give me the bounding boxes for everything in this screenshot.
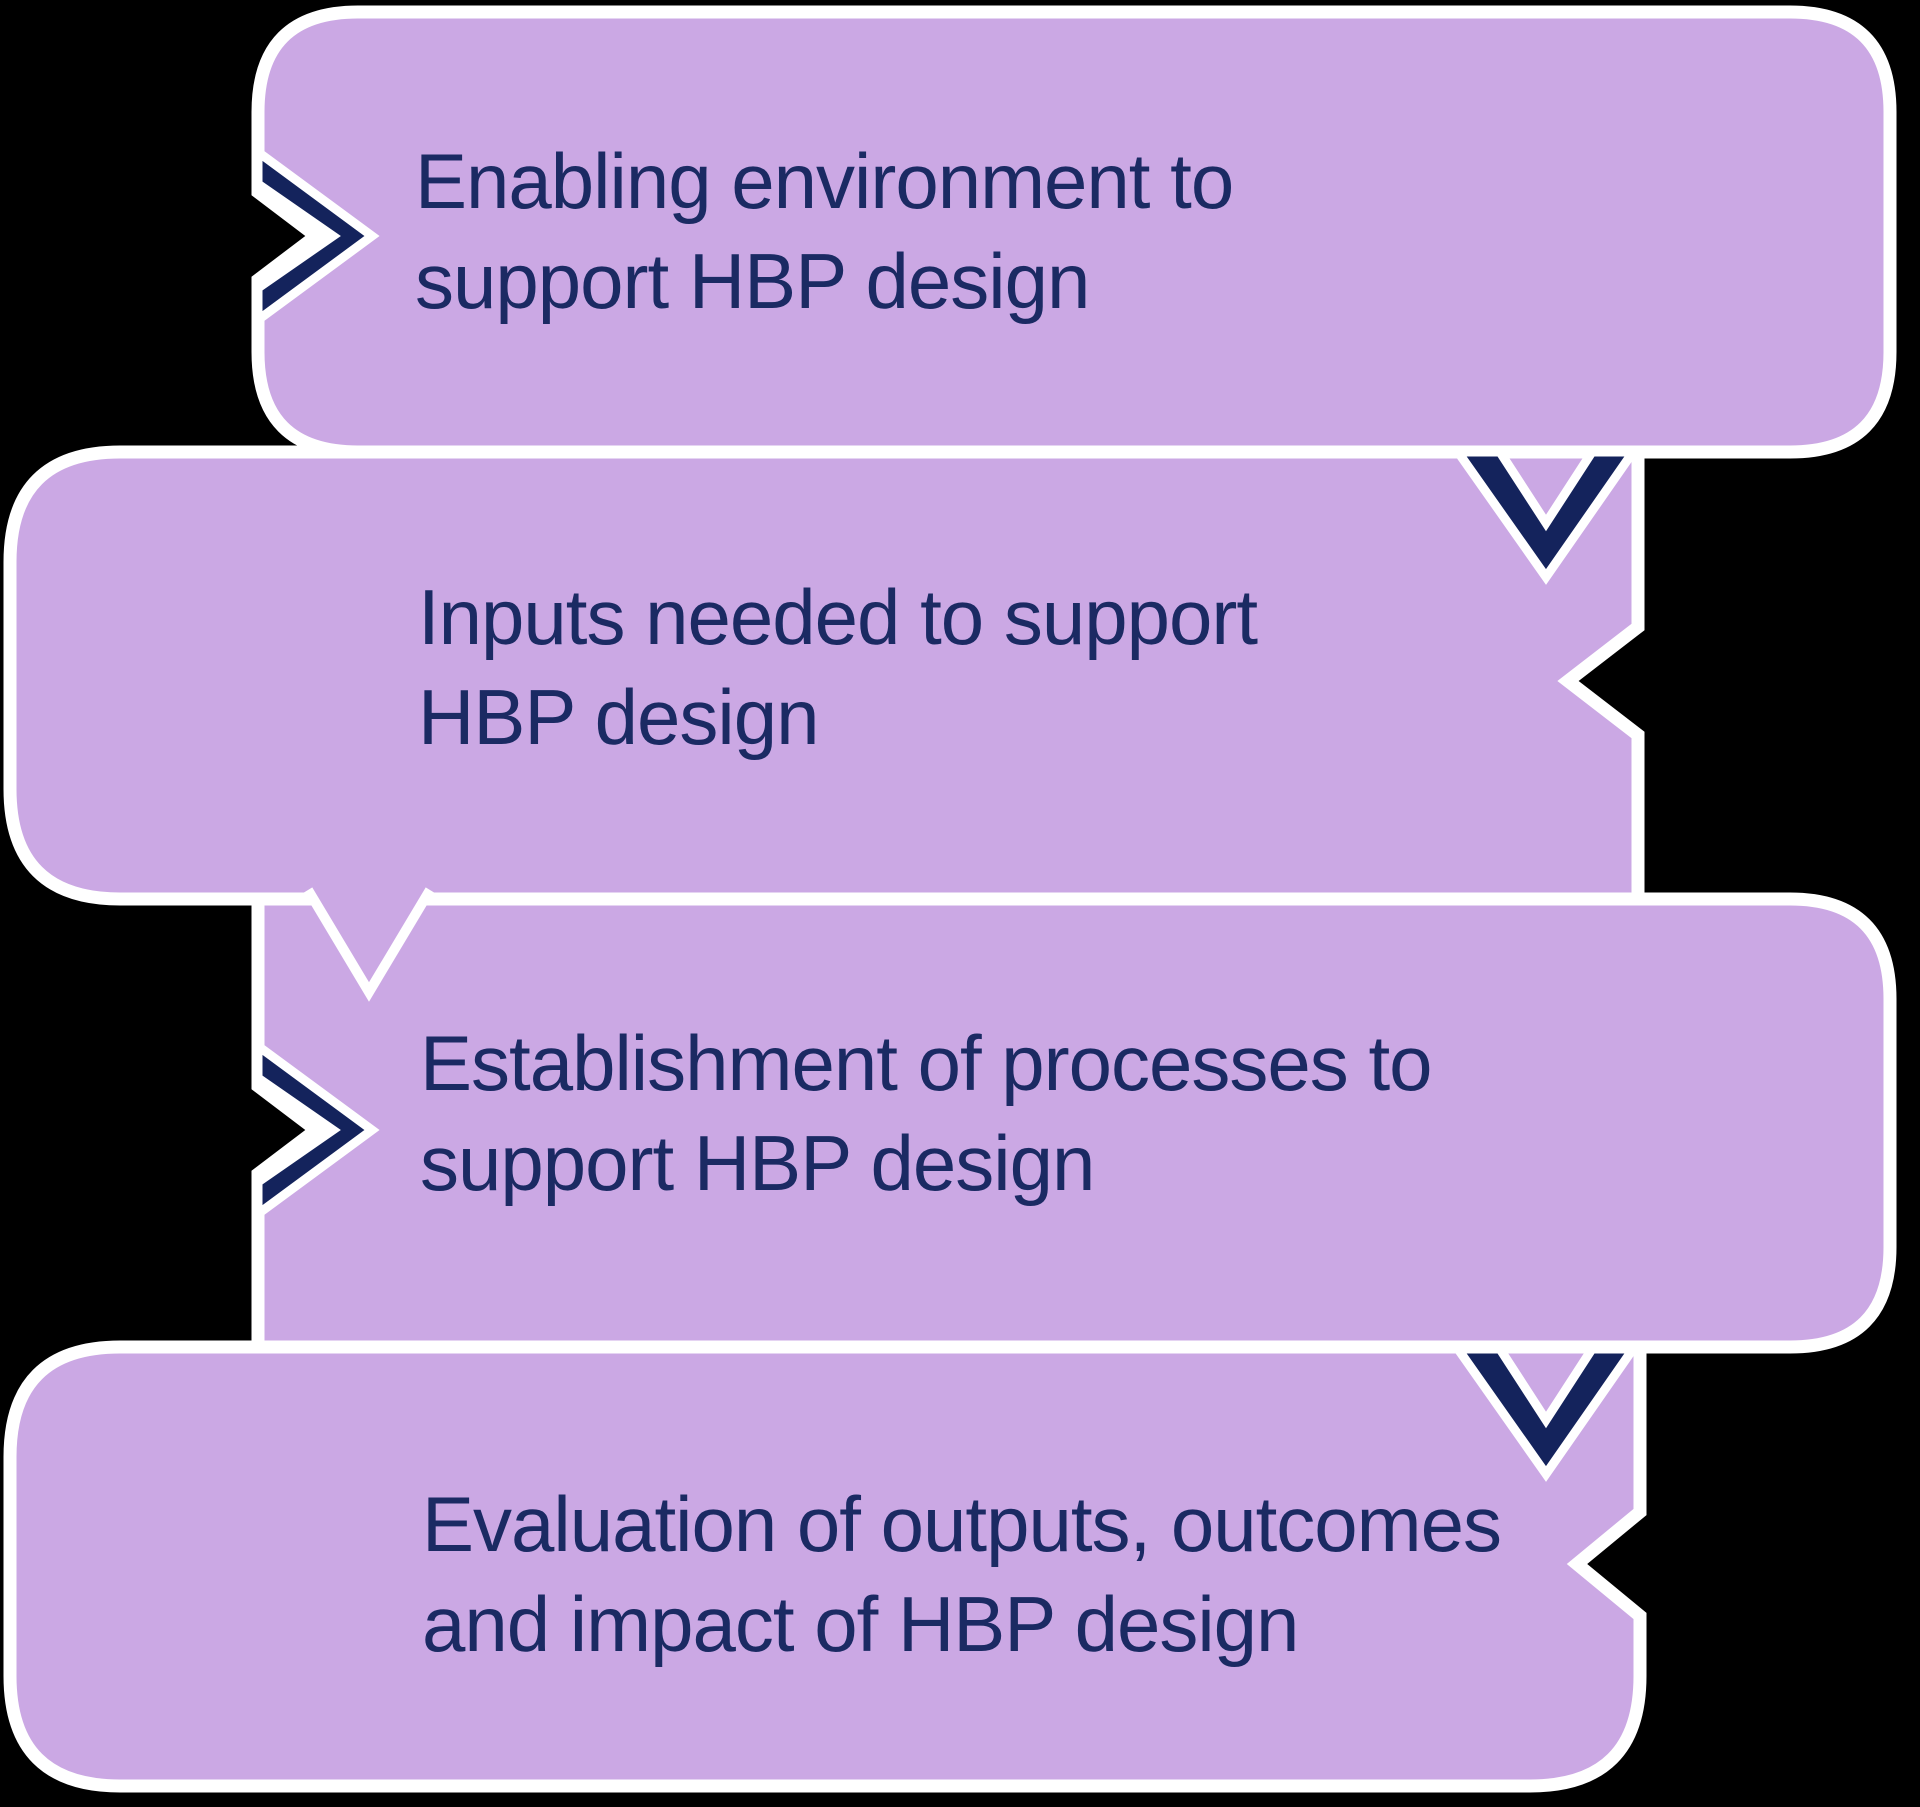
step-2-to-3-tail xyxy=(308,890,430,992)
step-2-to-3-tail-outline xyxy=(303,887,435,1002)
step-4-box xyxy=(3,1340,1647,1793)
step-3-label: Establishment of processes to support HB… xyxy=(420,1019,1433,1207)
step-2-label: Inputs needed to support HBP design xyxy=(418,573,1258,761)
step-1-right-chevron-icon xyxy=(253,143,380,329)
step-1-to-2-down-chevron-icon xyxy=(1449,447,1642,585)
step-3-box xyxy=(251,892,1897,1354)
step-3-right-chevron-icon xyxy=(253,1037,380,1223)
step-4-label: Evaluation of outputs, outcomes and impa… xyxy=(422,1480,1502,1668)
step-1-label: Enabling environment to support HBP desi… xyxy=(415,137,1234,325)
step-3-to-4-down-chevron-icon xyxy=(1449,1344,1642,1482)
step-2-box xyxy=(3,445,1645,906)
